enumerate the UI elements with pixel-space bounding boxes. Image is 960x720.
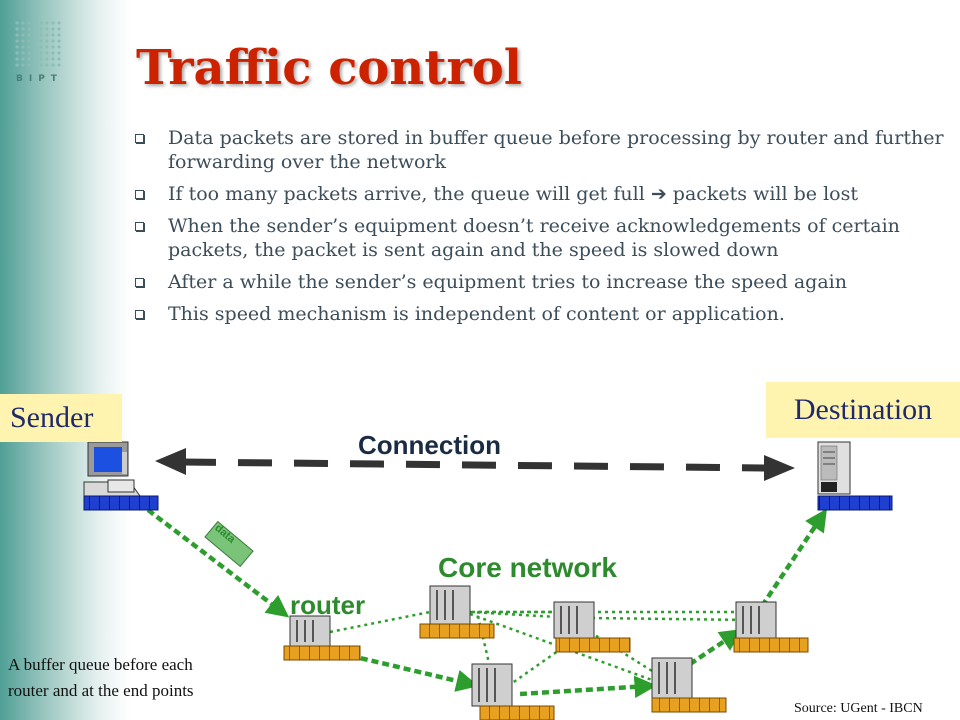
core-network-label: Core network — [438, 552, 617, 583]
bullet-text: After a while the sender’s equipment tri… — [168, 271, 847, 293]
bullet-item: Data packets are stored in buffer queue … — [130, 126, 958, 174]
square-bullet-icon — [135, 278, 144, 287]
sender-computer-icon — [83, 441, 141, 497]
bullet-list: Data packets are stored in buffer queue … — [130, 126, 958, 334]
square-bullet-icon — [135, 134, 144, 143]
square-bullet-icon — [135, 190, 144, 199]
connection-arrow — [155, 448, 795, 481]
square-bullet-icon — [135, 310, 144, 319]
router-icon — [651, 657, 727, 713]
router-icon — [733, 601, 809, 653]
square-bullet-icon — [135, 222, 144, 231]
destination-buffer-queue — [817, 495, 893, 511]
bullet-item: After a while the sender’s equipment tri… — [130, 270, 958, 294]
router-icon — [471, 663, 555, 720]
bullet-text: If too many packets arrive, the queue wi… — [168, 183, 858, 205]
core-mesh-links — [329, 606, 758, 688]
data-packet-icon — [204, 520, 254, 568]
bullet-item: If too many packets arrive, the queue wi… — [130, 182, 958, 206]
buffer-note-line: A buffer queue before each — [8, 655, 193, 674]
bullet-item: When the sender’s equipment doesn’t rece… — [130, 214, 958, 262]
logo-text: BIPT — [16, 74, 63, 84]
bullet-text: When the sender’s equipment doesn’t rece… — [168, 215, 900, 261]
bullet-text: This speed mechanism is independent of c… — [168, 303, 785, 325]
connection-label: Connection — [358, 430, 501, 460]
bullet-item: This speed mechanism is independent of c… — [130, 302, 958, 326]
sender-buffer-queue — [83, 495, 159, 511]
slide-title: Traffic control — [136, 40, 523, 96]
router-icon — [283, 615, 361, 661]
buffer-note: A buffer queue before each router and at… — [8, 652, 194, 704]
destination-server-icon — [817, 441, 851, 495]
buffer-note-line: router and at the end points — [8, 681, 194, 700]
router-icon — [419, 585, 495, 639]
source-note: Source: UGent - IBCN — [794, 701, 923, 716]
bipt-logo-icon — [14, 20, 62, 68]
destination-label: Destination — [766, 382, 960, 438]
bullet-text: Data packets are stored in buffer queue … — [168, 127, 944, 173]
sender-label: Sender — [0, 394, 122, 442]
left-gradient-band — [0, 0, 130, 720]
router-icon — [553, 601, 631, 653]
router-label: router — [290, 590, 366, 620]
